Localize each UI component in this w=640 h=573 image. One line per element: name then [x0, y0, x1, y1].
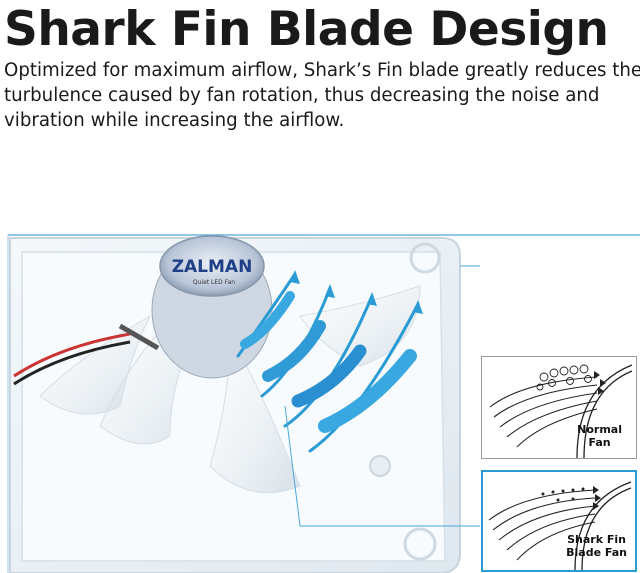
shark-fin-airflow-diagram [488, 481, 632, 570]
feature-description: Optimized for maximum airflow, Shark’s F… [4, 60, 640, 131]
shark-fin-fan-label: Shark Fin Blade Fan [566, 533, 627, 559]
page-title: Shark Fin Blade Design [4, 2, 609, 57]
fan-illustration: ZALMAN Quiet LED Fan [0, 226, 640, 573]
normal-fan-label: Normal Fan [577, 423, 622, 449]
normal-fan-comparison: Normal Fan [481, 356, 637, 459]
hub-brand-text: ZALMAN [172, 257, 253, 277]
normal-fan-airflow-diagram [489, 364, 633, 458]
hub-sub-text: Quiet LED Fan [193, 279, 235, 286]
shark-fin-fan-comparison: Shark Fin Blade Fan [481, 470, 637, 572]
transparent-fan-image: ZALMAN Quiet LED Fan [7, 234, 640, 573]
